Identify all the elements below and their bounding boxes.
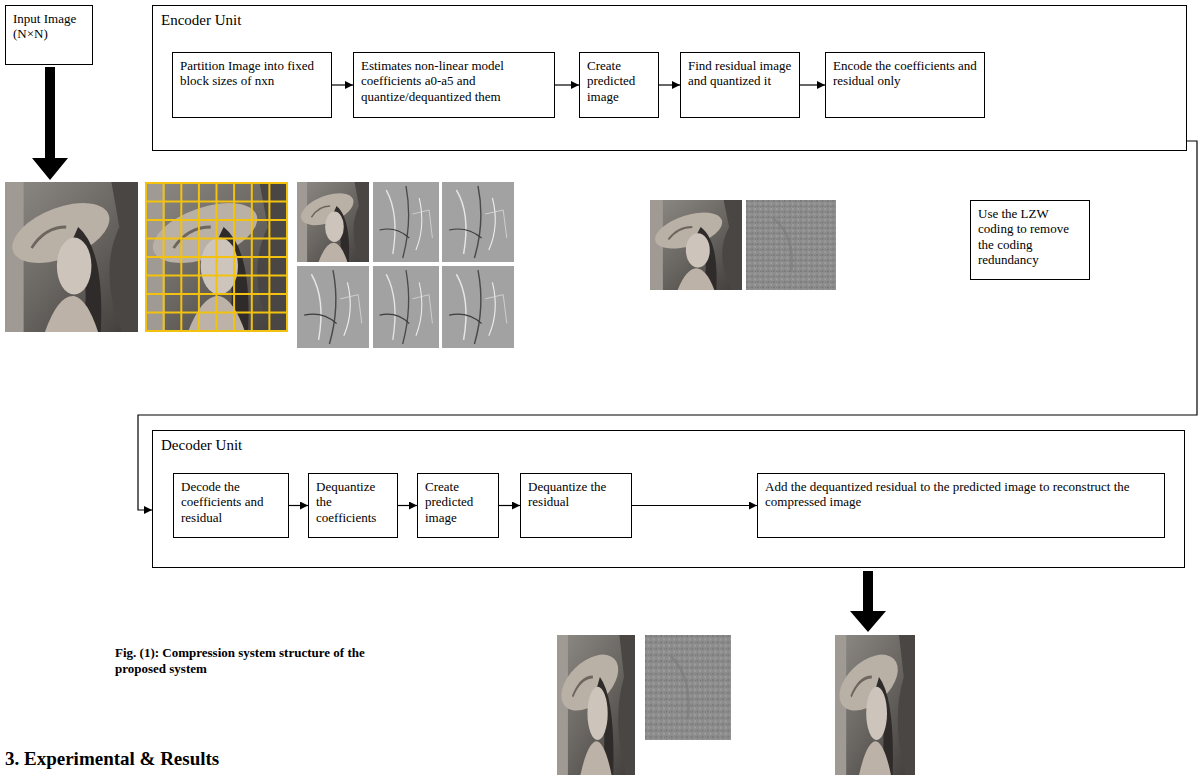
box-text: Estimates non-linear model coefficients … bbox=[354, 53, 554, 109]
box-text: Use the LZW coding to remove the coding … bbox=[971, 201, 1089, 272]
figure-caption: Fig. (1): Compression system structure o… bbox=[115, 645, 365, 678]
box-text: Input Image (N×N) bbox=[6, 6, 92, 47]
input-photo bbox=[5, 182, 138, 332]
flow-arrow bbox=[850, 571, 886, 632]
decoded-predicted-photo bbox=[557, 635, 635, 775]
process-box: Add the dequantized residual to the pred… bbox=[757, 473, 1165, 538]
box-text: Partition Image into fixed block sizes o… bbox=[173, 53, 331, 94]
coefficient-image bbox=[297, 182, 369, 262]
flow-connector bbox=[800, 84, 825, 85]
section-heading: 3. Experimental & Results bbox=[5, 748, 219, 770]
note-box: Input Image (N×N) bbox=[5, 5, 93, 65]
coefficient-image bbox=[442, 182, 514, 262]
decoded-residual-image bbox=[645, 635, 731, 740]
residual-image bbox=[746, 200, 836, 290]
process-box: Encode the coefficients and residual onl… bbox=[825, 52, 985, 118]
unit-heading: Decoder Unit bbox=[153, 431, 1184, 461]
process-box: Create predicted image bbox=[417, 473, 499, 538]
box-text: Decode the coefficients and residual bbox=[174, 474, 288, 530]
box-text: Encode the coefficients and residual onl… bbox=[826, 53, 984, 94]
coefficient-image bbox=[373, 266, 439, 348]
reconstructed-photo bbox=[835, 635, 915, 775]
flow-connector bbox=[398, 505, 417, 506]
flow-connector bbox=[138, 141, 1197, 510]
flow-connector bbox=[289, 505, 308, 506]
box-text: Dequantize the residual bbox=[521, 474, 631, 515]
unit-heading: Encoder Unit bbox=[153, 6, 1186, 36]
box-text: Create predicted image bbox=[418, 474, 498, 530]
box-text: Dequantize the coefficients bbox=[309, 474, 397, 530]
process-box: Decode the coefficients and residual bbox=[173, 473, 289, 538]
note-box: Use the LZW coding to remove the coding … bbox=[970, 200, 1090, 280]
flow-connector bbox=[632, 505, 757, 506]
unit-box: Decoder UnitDecode the coefficients and … bbox=[152, 430, 1185, 568]
unit-box: Encoder UnitPartition Image into fixed b… bbox=[152, 5, 1187, 151]
box-text: Find residual image and quantized it bbox=[681, 53, 799, 94]
partitioned-photo-image bbox=[145, 182, 288, 332]
process-box: Dequantize the coefficients bbox=[308, 473, 398, 538]
coefficient-image bbox=[297, 266, 369, 348]
process-box: Partition Image into fixed block sizes o… bbox=[172, 52, 332, 118]
coefficient-image bbox=[442, 266, 514, 348]
box-text: Create predicted image bbox=[580, 53, 658, 109]
flow-connector bbox=[555, 84, 579, 85]
partitioned-photo bbox=[145, 182, 288, 332]
process-box: Find residual image and quantized it bbox=[680, 52, 800, 118]
predicted-photo bbox=[650, 200, 742, 290]
flow-connector bbox=[659, 84, 680, 85]
process-box: Estimates non-linear model coefficients … bbox=[353, 52, 555, 118]
process-box: Dequantize the residual bbox=[520, 473, 632, 538]
flow-connector bbox=[499, 505, 520, 506]
coefficient-image bbox=[373, 182, 439, 262]
coefficient-images bbox=[297, 182, 514, 348]
block-grid bbox=[146, 183, 287, 331]
process-box: Create predicted image bbox=[579, 52, 659, 118]
flow-connector bbox=[332, 84, 353, 85]
box-text: Add the dequantized residual to the pred… bbox=[758, 474, 1164, 515]
flow-arrow bbox=[32, 67, 68, 180]
